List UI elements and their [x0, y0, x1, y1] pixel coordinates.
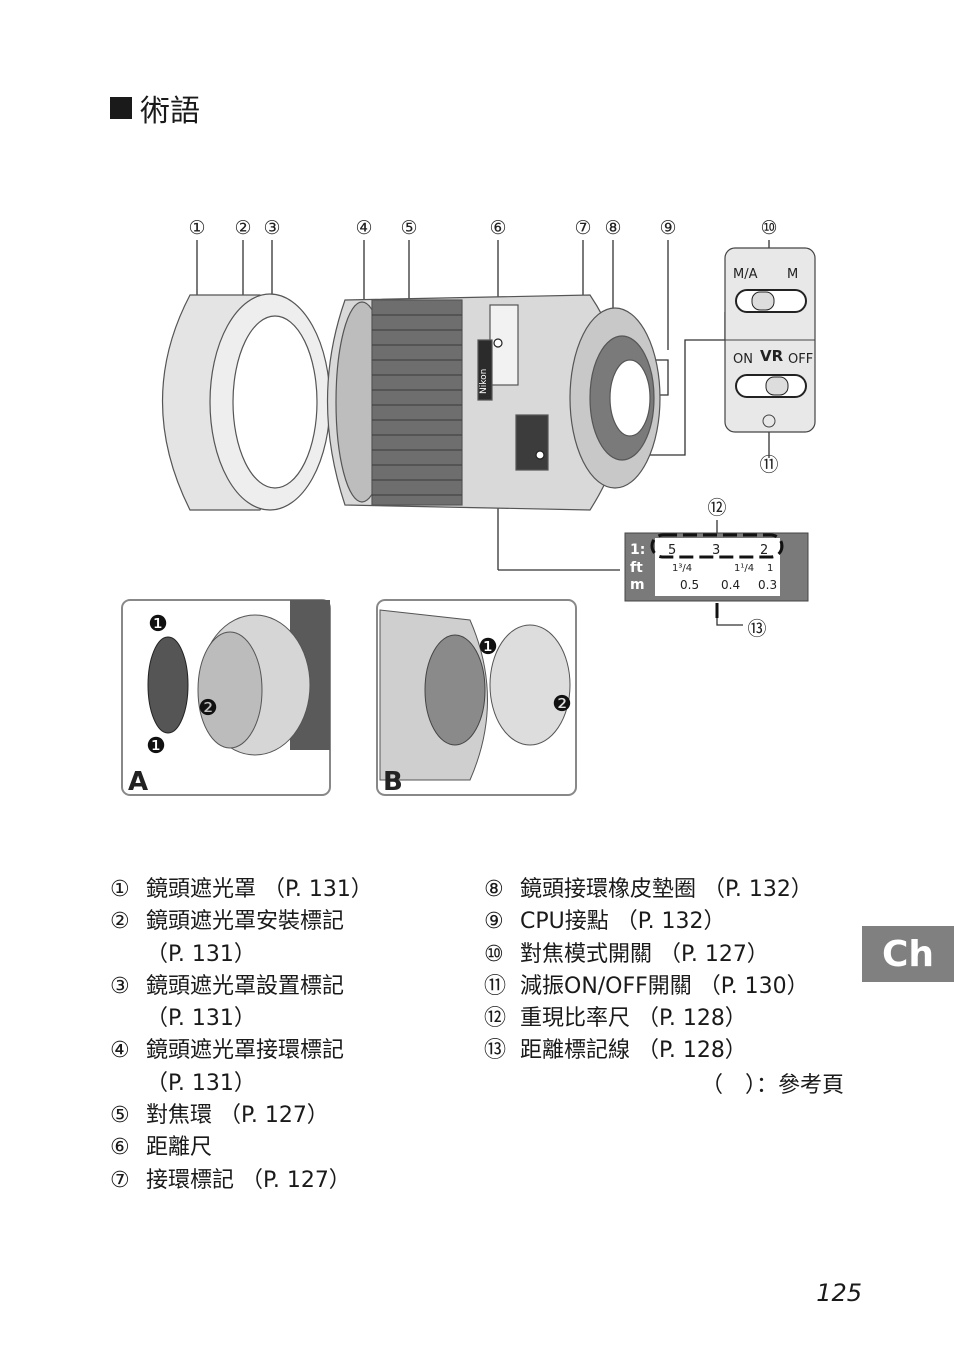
callout-labels: ① ② ③ ④ ⑤ ⑥ ⑦ ⑧ ⑨ ⑩ ⑪ ⑫ ⑬	[188, 217, 778, 640]
inset-a-step2: ❷	[198, 696, 218, 721]
scale-ratio-3: 2	[760, 543, 768, 558]
switch-panel: M/A M ON VR OFF	[724, 247, 816, 433]
callout-5: ⑤	[400, 217, 417, 239]
inset-a: ❶ ❷ ❶ A	[121, 599, 331, 797]
vr-on-label: ON	[733, 352, 753, 367]
legend-item-3-ref: （P. 131）	[146, 1006, 256, 1032]
inset-b: ❶ ❷ B	[376, 599, 577, 797]
scale-ft-3: 1	[767, 563, 773, 574]
callout-10: ⑩	[760, 217, 777, 239]
callout-12: ⑫	[707, 497, 726, 519]
vr-off-label: OFF	[788, 352, 813, 367]
reproduction-scale-window: 1: 5 3 2 ft 1³/4 1¹/4 1 m 0.5 0.4 0.3	[624, 532, 809, 618]
focus-ma-label: M/A	[733, 267, 758, 282]
callout-9: ⑨	[659, 217, 676, 239]
callout-11: ⑪	[759, 454, 778, 476]
scale-m-label: m	[630, 577, 645, 593]
heading-text: 術語	[140, 94, 200, 129]
callout-2: ②	[234, 217, 251, 239]
square-bullet-icon	[110, 97, 132, 119]
inset-a-step1-top: ❶	[148, 612, 168, 637]
inset-b-step1: ❶	[478, 635, 498, 660]
scale-ft-2: 1¹/4	[734, 563, 754, 574]
callout-1: ①	[188, 217, 205, 239]
reference-page-note: （ ）：參考頁	[700, 1073, 844, 1098]
scale-ratio-2: 3	[712, 543, 720, 558]
inset-b-letter: B	[383, 767, 403, 797]
legend-item-2-ref: （P. 131）	[146, 941, 256, 967]
brand-logo: Nikon	[479, 369, 489, 394]
callout-7: ⑦	[574, 217, 591, 239]
scale-ft-1: 1³/4	[672, 563, 692, 574]
callout-3: ③	[263, 217, 280, 239]
lens-barrel: Nikon	[326, 294, 661, 511]
page-number: 125	[816, 1279, 862, 1307]
inset-b-step2: ❷	[552, 692, 572, 717]
scale-m-2: 0.4	[721, 578, 740, 592]
callout-6: ⑥	[489, 217, 506, 239]
inset-a-letter: A	[128, 767, 148, 797]
scale-ratio-label: 1:	[630, 542, 645, 558]
scale-ft-label: ft	[630, 560, 643, 576]
lens-diagram: ① ② ③ ④ ⑤ ⑥ ⑦ ⑧ ⑨ ⑩ ⑪ ⑫ ⑬	[121, 217, 816, 797]
lens-hood	[161, 293, 331, 511]
scale-m-3: 0.3	[758, 578, 777, 592]
chapter-tab[interactable]: Ch	[862, 926, 954, 982]
callout-13: ⑬	[747, 618, 766, 640]
legend-item-4-ref: （P. 131）	[146, 1070, 256, 1096]
callout-8: ⑧	[604, 217, 621, 239]
scale-m-1: 0.5	[680, 578, 699, 592]
section-heading: 術語	[110, 86, 200, 130]
scale-ratio-1: 5	[668, 543, 676, 558]
vr-label: VR	[760, 347, 784, 365]
inset-a-step1-bottom: ❶	[146, 734, 166, 759]
focus-m-label: M	[787, 267, 798, 282]
callout-4: ④	[355, 217, 372, 239]
